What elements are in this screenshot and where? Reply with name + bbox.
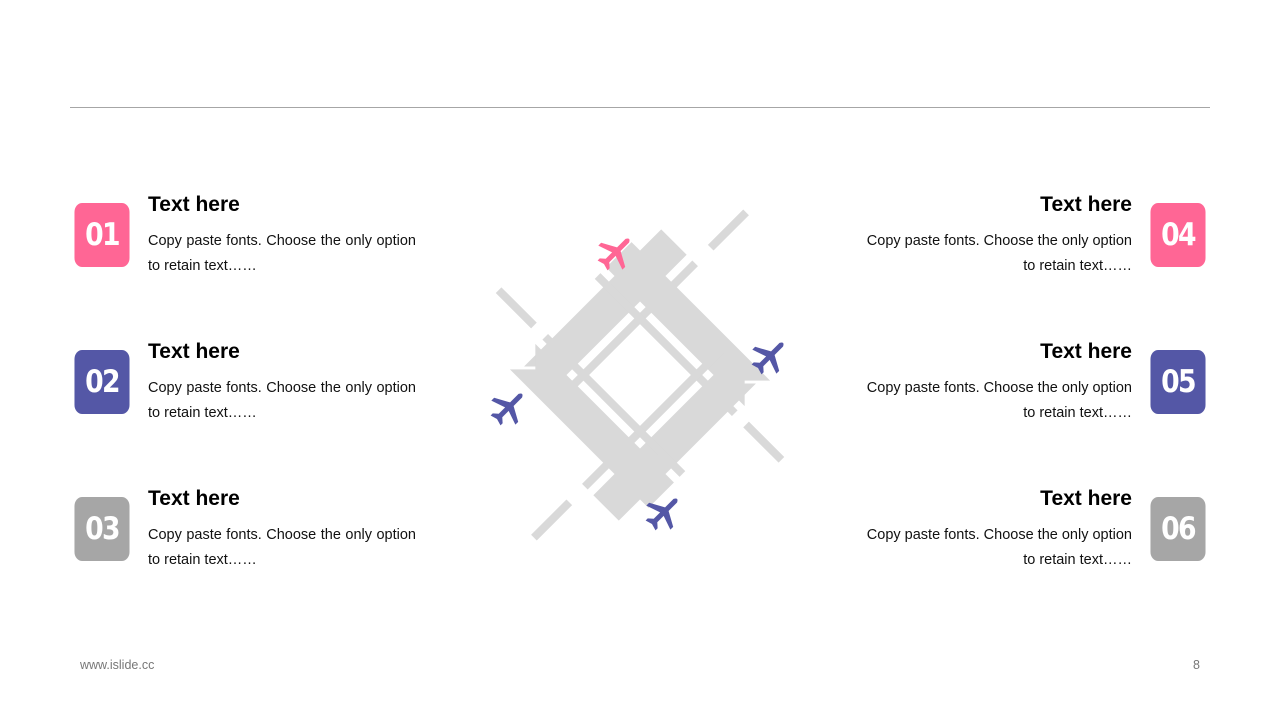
item-title-04: Text here xyxy=(1040,193,1132,216)
item-title-06: Text here xyxy=(1040,487,1132,510)
number-badge-01: 01 xyxy=(74,203,130,267)
number-badge-03: 03 xyxy=(74,497,130,561)
item-title-01: Text here xyxy=(148,193,240,216)
item-title-03: Text here xyxy=(148,487,240,510)
footer-url[interactable]: www.islide.cc xyxy=(80,658,155,672)
airplane-icon xyxy=(483,381,535,433)
item-desc-02: Copy paste fonts. Choose the only option… xyxy=(148,380,416,421)
item-desc-01: Copy paste fonts. Choose the only option… xyxy=(148,233,416,274)
item-title-02: Text here xyxy=(148,340,240,363)
number-badge-02: 02 xyxy=(74,350,130,414)
item-05: 05 Text here Copy paste fonts. Choose th… xyxy=(850,340,1210,432)
item-desc-05: Copy paste fonts. Choose the only option… xyxy=(866,380,1132,421)
item-03: 03 Text here Copy paste fonts. Choose th… xyxy=(70,487,430,579)
item-06: 06 Text here Copy paste fonts. Choose th… xyxy=(850,487,1210,579)
page-number: 8 xyxy=(1193,658,1200,672)
item-04: 04 Text here Copy paste fonts. Choose th… xyxy=(850,193,1210,285)
item-desc-06: Copy paste fonts. Choose the only option… xyxy=(866,527,1132,568)
top-divider xyxy=(70,107,1210,108)
item-02: 02 Text here Copy paste fonts. Choose th… xyxy=(70,340,430,432)
item-title-05: Text here xyxy=(1040,340,1132,363)
item-01: 01 Text here Copy paste fonts. Choose th… xyxy=(70,193,430,285)
item-desc-03: Copy paste fonts. Choose the only option… xyxy=(148,527,416,568)
runway-bottom-left xyxy=(495,287,686,508)
number-badge-04: 04 xyxy=(1150,203,1206,267)
number-badge-06: 06 xyxy=(1150,497,1206,561)
runway-diagram xyxy=(483,209,796,541)
number-badge-05: 05 xyxy=(1150,350,1206,414)
item-desc-04: Copy paste fonts. Choose the only option… xyxy=(866,233,1132,274)
